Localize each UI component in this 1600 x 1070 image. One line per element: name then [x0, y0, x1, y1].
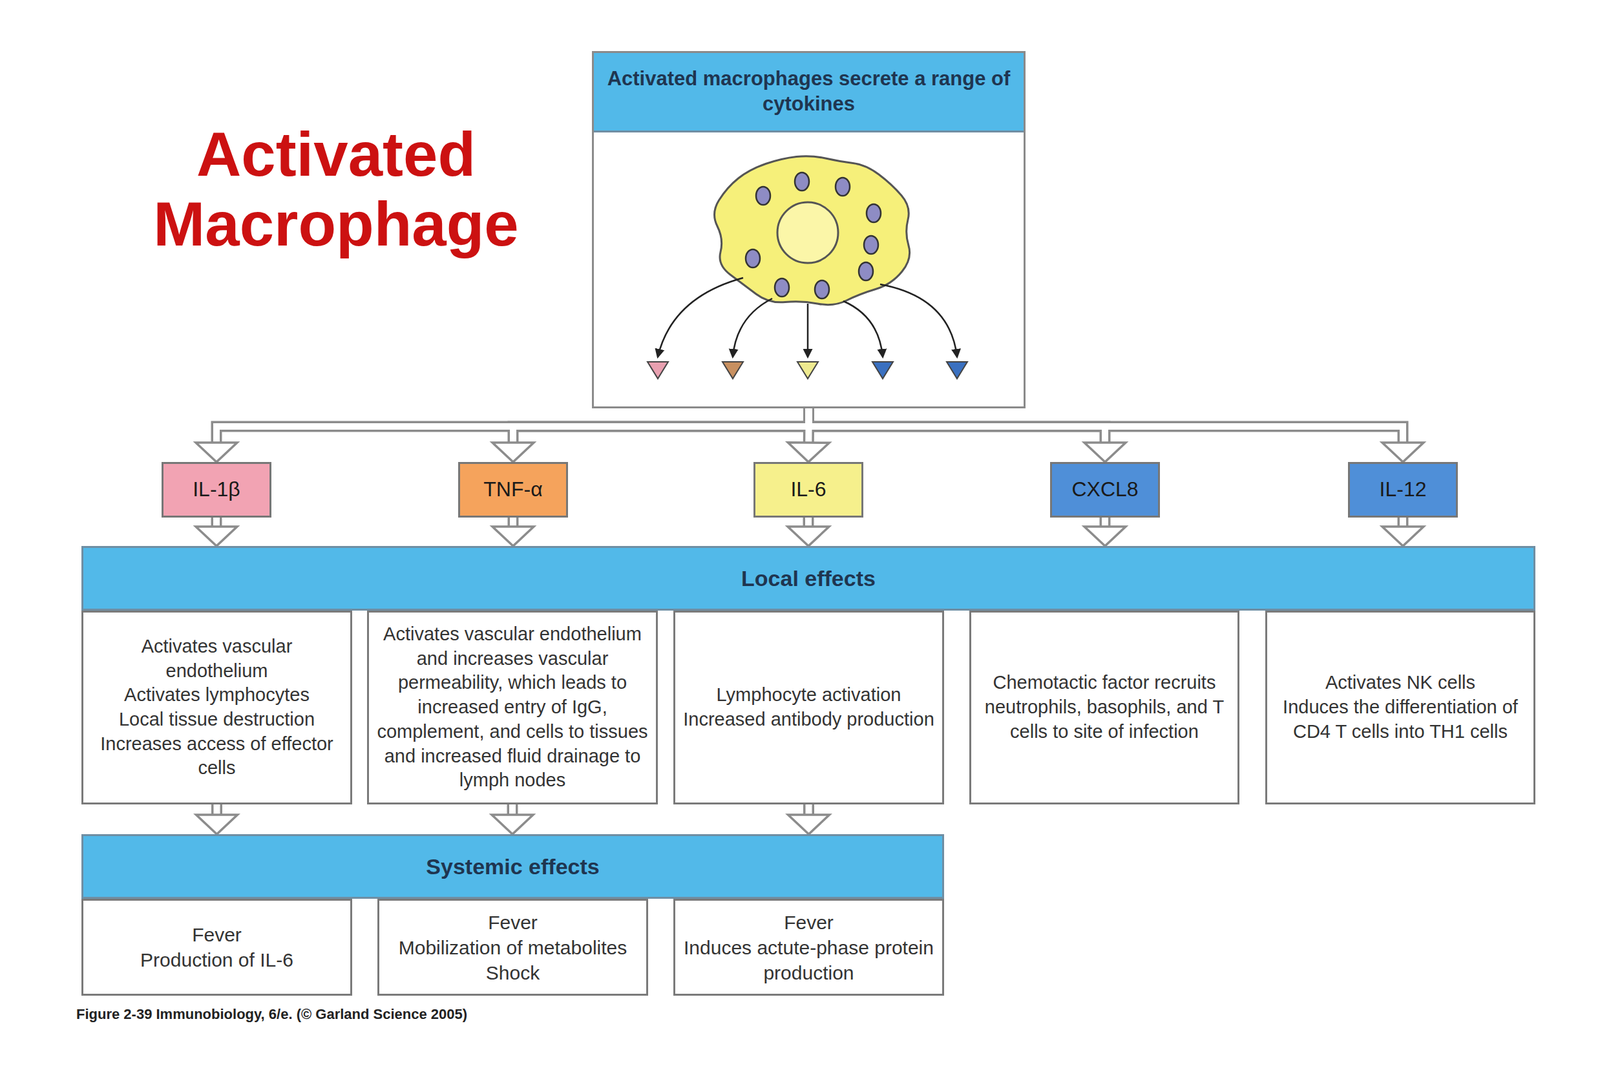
- effect-box: FeverMobilization of metabolitesShock: [377, 898, 649, 996]
- node-text: Fever: [191, 922, 242, 948]
- arrowhead: [788, 814, 830, 835]
- section-band: Systemic effects: [81, 834, 945, 899]
- hollow-arrow-fill: [809, 408, 1404, 444]
- granule: [814, 280, 830, 299]
- node-text: Induces actute-phase protein production: [681, 935, 936, 986]
- cytokine-triangle: [797, 361, 819, 379]
- granule: [774, 278, 790, 297]
- node-text: CXCL8: [1071, 478, 1138, 501]
- node-text: Fever: [783, 909, 834, 936]
- granule: [866, 204, 881, 223]
- effect-box: Activates vascular endothelium and incre…: [367, 610, 658, 805]
- effect-box: FeverInduces actute-phase protein produc…: [673, 898, 945, 996]
- secretion-arrow: [843, 301, 883, 357]
- connector-outlines: [216, 408, 1403, 817]
- node-text: Lymphocyte activation: [716, 683, 902, 708]
- cytokine-box: TNF-α: [458, 462, 569, 518]
- arrowhead: [787, 526, 830, 547]
- arrowhead: [492, 442, 534, 463]
- section-band: Local effects: [81, 546, 1536, 611]
- arrowhead: [1084, 442, 1126, 463]
- macrophage-cell: [714, 156, 910, 306]
- cell-panel: Activated macrophages secrete a range of…: [591, 51, 1026, 409]
- node-text: TNF-α: [483, 478, 543, 501]
- secretion-arrows: [657, 277, 958, 357]
- node-text: Mobilization of metabolites: [398, 935, 628, 961]
- cytokine-box: IL-12: [1347, 462, 1458, 518]
- arrowhead: [196, 814, 238, 835]
- cytokine-triangles: [647, 361, 968, 379]
- hollow-arrow-outline: [809, 408, 1404, 444]
- cytokine-triangle: [722, 361, 744, 379]
- arrowhead: [1382, 526, 1424, 547]
- secretion-arrow: [732, 298, 773, 357]
- connector-heads: [195, 442, 1424, 835]
- node-text: Induces the differentiation of CD4 T cel…: [1273, 695, 1527, 744]
- effect-box: Activates NK cellsInduces the differenti…: [1265, 610, 1536, 805]
- figure-caption: Figure 2-39 Immunobiology, 6/e. (© Garla…: [76, 1006, 981, 1023]
- secretion-arrow: [657, 277, 744, 357]
- node-text: Increases access of effector cells: [89, 732, 344, 781]
- node-text: IL-6: [790, 478, 826, 501]
- node-text: Fever: [487, 909, 538, 936]
- connector-fills: [216, 408, 1403, 817]
- hollow-arrow-fill: [513, 408, 810, 444]
- arrowhead: [1382, 442, 1424, 463]
- granule: [794, 172, 810, 191]
- cytokine-box: IL-6: [753, 462, 864, 518]
- node-text: Chemotactic factor recruits neutrophils,…: [977, 670, 1232, 744]
- cytokine-box: CXCL8: [1050, 462, 1160, 518]
- cytokine-triangle: [946, 361, 968, 379]
- granule: [863, 235, 879, 254]
- granule: [835, 177, 850, 196]
- cytokine-triangle: [647, 361, 669, 379]
- node-text: Increased antibody production: [683, 707, 935, 733]
- effect-box: Chemotactic factor recruits neutrophils,…: [969, 610, 1240, 805]
- title: Activated Macrophage: [96, 119, 576, 259]
- effect-box: Lymphocyte activationIncreased antibody …: [673, 610, 945, 805]
- node-text: IL-1β: [192, 478, 241, 501]
- hollow-arrow-outline: [216, 408, 810, 444]
- node-text: Activates NK cells: [1325, 670, 1476, 696]
- arrowhead: [195, 526, 238, 547]
- node-text: Production of IL-6: [140, 947, 294, 973]
- secretion-arrow: [807, 303, 810, 357]
- hollow-arrow-outline: [513, 408, 810, 444]
- granules: [745, 172, 881, 299]
- arrowhead: [195, 442, 238, 463]
- granule: [756, 186, 771, 205]
- node-text: Activates vascular endothelium: [89, 634, 344, 684]
- granule: [745, 249, 760, 268]
- secretion-arrow: [880, 284, 958, 357]
- node-text: Local effects: [741, 566, 876, 592]
- macrophage-nucleus: [777, 202, 839, 264]
- hollow-arrow-fill: [216, 408, 810, 444]
- cytokine-box: IL-1β: [161, 462, 272, 518]
- cytokine-triangle: [872, 361, 894, 379]
- node-text: Shock: [485, 960, 540, 986]
- node-text: Activated macrophages secrete a range of…: [593, 52, 1024, 133]
- node-text: Systemic effects: [425, 854, 600, 880]
- node-text: Activates vascular endothelium and incre…: [375, 622, 650, 793]
- arrowhead: [787, 442, 830, 463]
- node-text: Activates lymphocytes: [124, 683, 310, 708]
- granule: [858, 262, 874, 281]
- effect-box: FeverProduction of IL-6: [81, 898, 353, 996]
- arrowhead: [491, 814, 534, 835]
- effect-box: Activates vascular endotheliumActivates …: [81, 610, 353, 805]
- arrowhead: [1084, 526, 1126, 547]
- node-text: Local tissue destruction: [118, 707, 315, 733]
- arrowhead: [492, 526, 534, 547]
- node-text: IL-12: [1379, 478, 1427, 501]
